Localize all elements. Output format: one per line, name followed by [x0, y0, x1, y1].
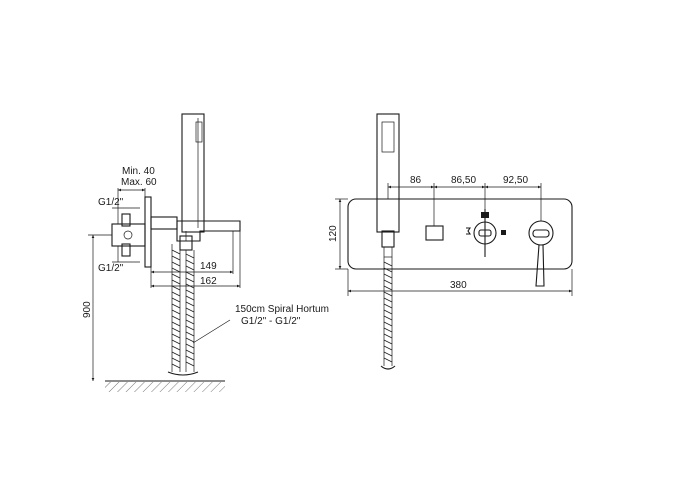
hand-shower-front: [376, 113, 400, 258]
spout-outlet: [425, 225, 444, 241]
inlet-bottom-label: G1/2": [98, 263, 124, 274]
depth-dimension: [117, 188, 146, 208]
inlet-top-label: G1/2": [98, 197, 124, 208]
depth-min-label: Min. 40: [122, 166, 155, 177]
spiral-hose: [167, 244, 199, 376]
control-panel: [347, 198, 573, 270]
floor: [105, 380, 225, 392]
height-dimension: [88, 234, 112, 381]
valve-body: [111, 207, 146, 263]
height-value: 900: [82, 301, 93, 318]
depth-max-label: Max. 60: [121, 177, 157, 188]
mixer-handle: [528, 209, 554, 287]
panel-height-value: 120: [328, 225, 339, 242]
spacing-dimensions: [387, 183, 542, 226]
spiral-hose-front: [380, 257, 396, 370]
spacing-2-value: 86,50: [451, 175, 476, 186]
spacing-3-value: 92,50: [503, 175, 528, 186]
overall-projection-value: 162: [200, 276, 217, 287]
panel-width-value: 380: [450, 280, 467, 291]
panel-height-dimension: [335, 198, 348, 270]
hose-callout-line1: 150cm Spiral Hortum: [235, 304, 329, 315]
bath-spout: [150, 216, 241, 242]
spacing-1-value: 86: [410, 175, 422, 186]
hose-leader: [192, 319, 231, 344]
panel-width-dimension: [347, 269, 573, 296]
front-view: 86 86,50 92,50 120 380: [328, 113, 573, 370]
projection-dimensions: [150, 231, 241, 288]
wall-plate: [144, 196, 152, 268]
hand-shower: [181, 113, 205, 233]
spout-projection-value: 149: [200, 261, 217, 272]
side-view: Min. 40 Max. 60 G1/2" G1/2" 149 162 900 …: [82, 113, 329, 392]
diverter: [466, 209, 506, 257]
hose-callout-line2: G1/2" - G1/2": [241, 316, 301, 327]
